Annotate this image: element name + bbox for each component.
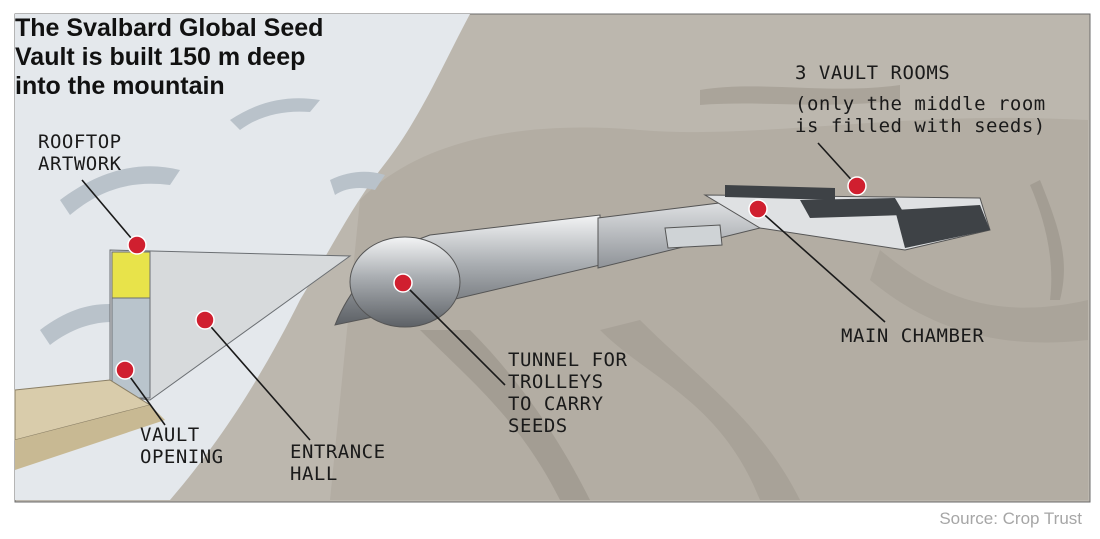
label-line: HALL <box>290 463 338 485</box>
leader-line-tunnel <box>402 282 506 386</box>
label-line: ROOFTOP <box>38 131 122 153</box>
leader-line-vault-opening <box>124 369 166 426</box>
label-rooftop-artwork: ROOFTOP ARTWORK <box>38 131 122 175</box>
entry-ramp <box>15 405 165 470</box>
label-vault-rooms-note: (only the middle room is filled with see… <box>795 93 1046 137</box>
vault-room-right <box>895 205 990 248</box>
rooftop-artwork-panel <box>111 251 151 299</box>
rock-vein <box>700 85 900 105</box>
source-credit: Source: Crop Trust <box>939 509 1082 528</box>
vault-room-left <box>725 185 835 200</box>
label-line: ARTWORK <box>38 153 122 175</box>
rock-vein <box>1030 180 1064 300</box>
label-line: TROLLEYS <box>508 371 604 393</box>
label-line: SEEDS <box>508 415 568 437</box>
rock-vein <box>600 320 800 500</box>
marker-vault-rooms <box>847 176 867 196</box>
label-vault-opening: VAULT OPENING <box>140 424 224 468</box>
label-tunnel: TUNNEL FOR TROLLEYS TO CARRY SEEDS <box>508 349 627 437</box>
side-room <box>664 224 723 249</box>
entrance-hall-roof <box>109 249 352 401</box>
snow-shadow <box>230 98 320 130</box>
leader-line-main-chamber <box>757 208 886 323</box>
leader-line-entrance-hall <box>204 319 311 441</box>
marker-rooftop-artwork <box>127 235 147 255</box>
vault-facade <box>111 297 151 399</box>
snow-shadow <box>330 171 385 195</box>
label-line: TUNNEL FOR <box>508 349 628 371</box>
marker-entrance-hall <box>195 310 215 330</box>
marker-vault-opening <box>115 360 135 380</box>
label-line: OPENING <box>140 446 224 468</box>
marker-tunnel <box>393 273 413 293</box>
label-main-chamber: MAIN CHAMBER <box>841 325 984 347</box>
label-line: MAIN CHAMBER <box>841 325 985 347</box>
rock-vein <box>870 250 1088 343</box>
snow-shadow <box>60 166 180 215</box>
marker-main-chamber <box>748 199 768 219</box>
label-line: is filled with seeds) <box>795 115 1046 137</box>
vault-room-middle <box>800 198 905 218</box>
diagram-title: The Svalbard Global Seed Vault is built … <box>15 14 324 100</box>
rock-vein <box>420 330 590 500</box>
label-line: (only the middle room <box>795 93 1046 115</box>
label-line: VAULT <box>140 424 200 446</box>
label-line: ENTRANCE <box>290 441 386 463</box>
label-line: TO CARRY <box>508 393 604 415</box>
leader-line-rooftop-artwork <box>81 179 138 246</box>
label-entrance-hall: ENTRANCE HALL <box>290 441 386 485</box>
label-vault-rooms: 3 VAULT ROOMS <box>795 62 950 84</box>
label-line: 3 VAULT ROOMS <box>795 62 951 84</box>
